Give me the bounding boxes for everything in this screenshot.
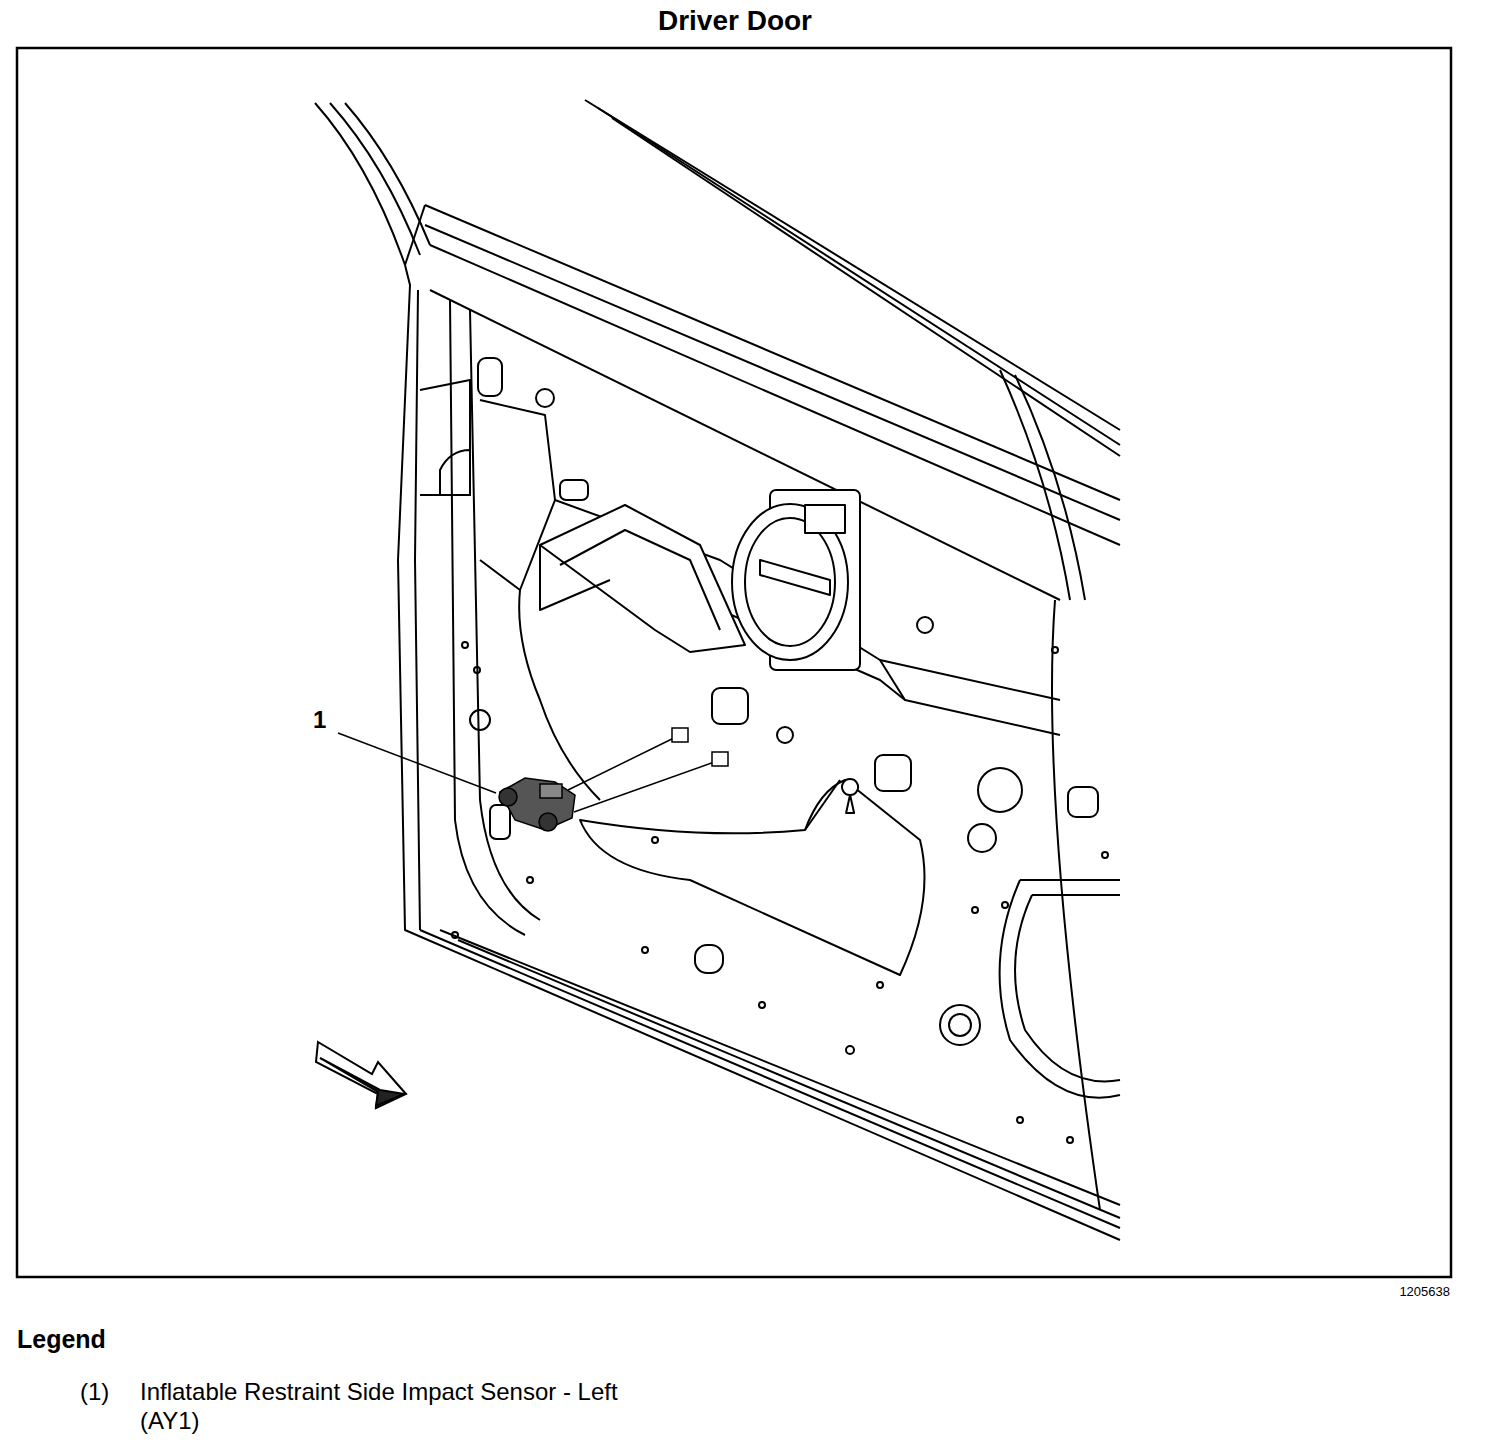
line-art [540, 784, 562, 798]
frame-border [17, 48, 1451, 1277]
line-art [760, 560, 830, 595]
line-art [452, 932, 458, 938]
line-art [877, 982, 883, 988]
line-art [917, 617, 933, 633]
line-art [585, 100, 1120, 430]
line-art [539, 813, 557, 831]
line-art [345, 103, 430, 245]
line-art [315, 103, 405, 265]
line-art [652, 837, 658, 843]
line-art [527, 877, 533, 883]
line-art [420, 380, 470, 495]
line-art [777, 727, 793, 743]
line-art [478, 358, 502, 396]
line-art [560, 480, 588, 500]
line-art [1000, 880, 1120, 1098]
line-art [425, 205, 1120, 500]
line-art [490, 805, 510, 839]
line-art [968, 824, 996, 852]
line-art [470, 710, 490, 730]
line-art [672, 728, 688, 742]
line-art [574, 760, 720, 812]
line-art [415, 290, 420, 930]
line-art [745, 518, 835, 646]
line-art [1067, 1137, 1073, 1143]
legend-heading: Legend [17, 1324, 217, 1354]
line-art [568, 735, 680, 790]
side-impact-sensor [499, 728, 728, 831]
line-art [405, 205, 425, 265]
line-art [330, 103, 420, 255]
line-art [1017, 1117, 1023, 1123]
line-art [1052, 647, 1058, 653]
line-art [972, 907, 978, 913]
legend-number: (1) [80, 1378, 130, 1407]
line-art [499, 788, 517, 806]
line-art [732, 504, 848, 660]
diagram-title: Driver Door [485, 4, 985, 38]
line-art [1020, 879, 1120, 881]
line-art [398, 265, 1120, 1240]
line-art [458, 940, 1120, 1218]
leader-line [338, 733, 496, 793]
line-art [842, 779, 858, 813]
line-art [1015, 895, 1120, 1081]
line-art [560, 530, 720, 630]
line-art [440, 450, 470, 495]
line-art [1032, 894, 1120, 896]
line-art [1002, 902, 1008, 908]
line-art [805, 780, 840, 830]
line-art [642, 947, 648, 953]
line-art [540, 505, 745, 652]
line-art [320, 1058, 404, 1106]
line-art [598, 108, 1120, 445]
line-art [1052, 600, 1100, 1210]
line-art [940, 1005, 980, 1045]
line-art [480, 400, 555, 590]
line-art [462, 642, 468, 648]
line-art [470, 310, 540, 920]
line-art [695, 945, 723, 973]
line-art [425, 225, 1120, 520]
line-art [978, 768, 1022, 812]
direction-arrow [316, 1042, 406, 1108]
line-art [759, 1002, 765, 1008]
line-art [712, 688, 748, 724]
line-art [536, 389, 554, 407]
line-art [519, 590, 600, 800]
line-art [875, 755, 911, 791]
line-art [1015, 375, 1085, 600]
figure-number: 1205638 [1300, 1284, 1450, 1300]
legend-text: Inflatable Restraint Side Impact Sensor … [140, 1378, 645, 1436]
line-art [1068, 787, 1098, 817]
line-art [500, 778, 575, 830]
line-art [474, 667, 480, 673]
line-art [880, 660, 1060, 735]
line-art [949, 1014, 971, 1036]
callout-number: 1 [313, 706, 343, 735]
line-art [580, 780, 925, 975]
line-art [540, 545, 610, 610]
line-art [440, 930, 1120, 1205]
line-art [1102, 852, 1108, 858]
line-art [316, 1042, 406, 1108]
door-panel [315, 100, 1120, 1240]
line-art [712, 752, 728, 766]
line-art [846, 1046, 854, 1054]
line-art [612, 118, 1120, 456]
line-art [805, 505, 845, 533]
